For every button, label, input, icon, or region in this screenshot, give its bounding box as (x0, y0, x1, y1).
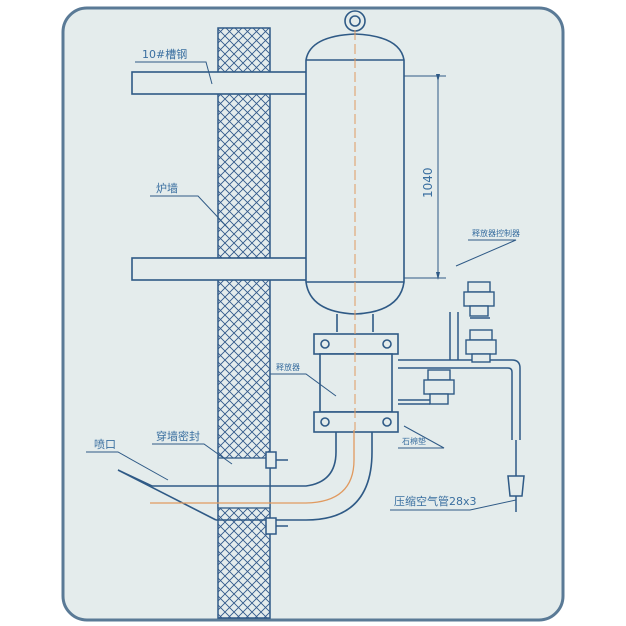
leader-lines (86, 61, 517, 511)
solenoid-valve (423, 281, 497, 405)
control-valve-label: 释放器控制器 (472, 228, 520, 238)
furnace-wall (217, 27, 271, 619)
dimension-label: 1040 (421, 167, 435, 198)
center-line (150, 430, 355, 504)
release-valve (313, 333, 399, 433)
release-valve-label: 释放器 (276, 362, 300, 372)
channel-steel-label: 10#槽钢 (142, 48, 187, 61)
dimension-line (404, 74, 446, 280)
wall-seal (265, 451, 288, 535)
furnace-wall-label: 炉墙 (156, 181, 178, 195)
air-piping (398, 312, 525, 512)
asbestos-gasket-label: 石棉垫 (402, 436, 426, 446)
wall-seal-label: 穿墙密封 (156, 429, 200, 443)
air-pipe-label: 压缩空气管28x3 (394, 494, 477, 508)
nozzle-label: 喷口 (94, 438, 116, 451)
